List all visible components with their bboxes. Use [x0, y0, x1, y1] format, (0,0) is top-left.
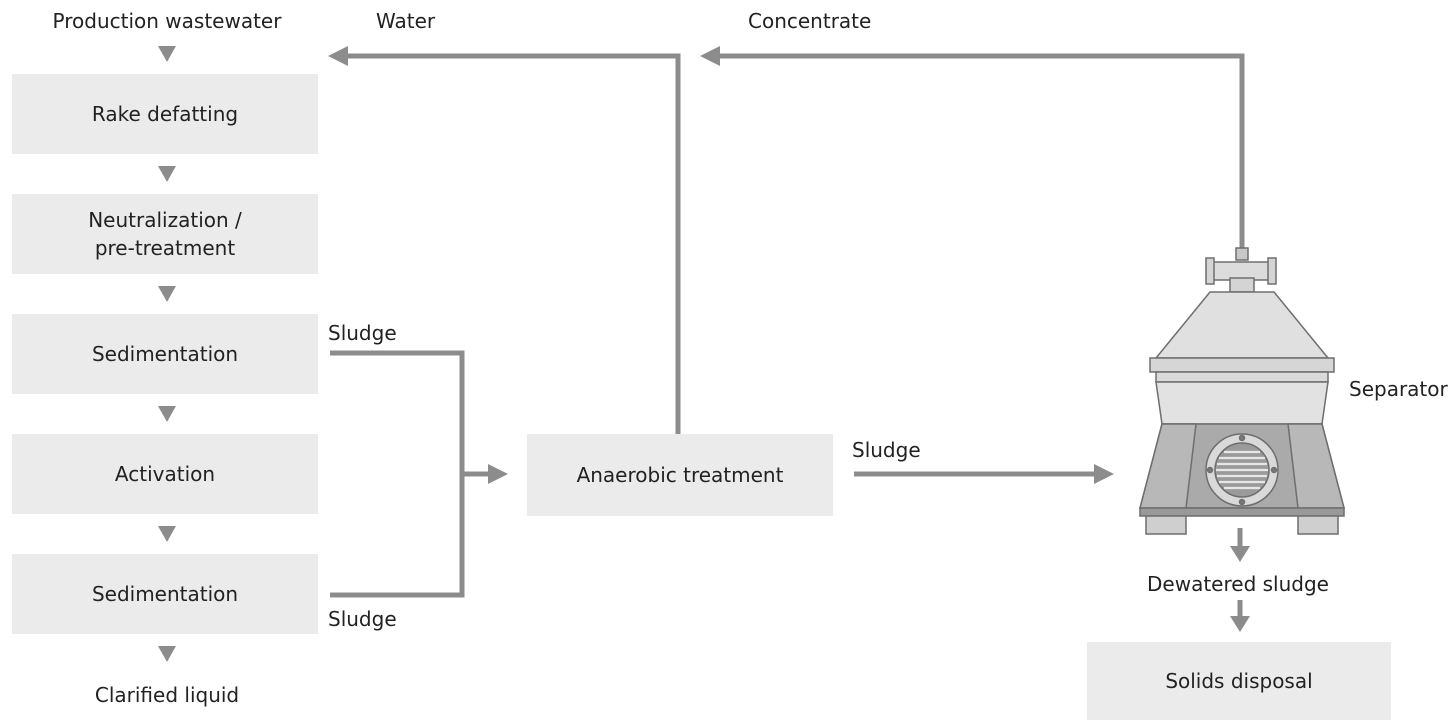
sludge-label-lower: Sludge: [328, 607, 397, 631]
step-neutralization: Neutralization / pre-treatment: [12, 194, 318, 274]
arrow-down-3: [158, 406, 176, 422]
step-sedimentation-2: Sedimentation: [12, 554, 318, 634]
sludge-label-upper: Sludge: [328, 321, 397, 345]
sludge-to-separator-label: Sludge: [852, 438, 921, 462]
anaerobic-treatment-label: Anaerobic treatment: [576, 463, 784, 487]
dewatered-arrow-head-1: [1230, 546, 1250, 562]
step-activation: Activation: [12, 434, 318, 514]
arrow-down-input: [158, 46, 176, 62]
dewatered-sludge-label: Dewatered sludge: [1147, 572, 1329, 596]
solids-disposal-box: Solids disposal: [1087, 642, 1391, 720]
concentrate-label: Concentrate: [748, 9, 872, 33]
input-label: Production wastewater: [52, 9, 282, 33]
water-arrow-head: [328, 46, 348, 66]
sludge-line-upper: [330, 350, 465, 598]
concentrate-arrow-head: [700, 46, 720, 66]
sludge-merge-lines: [330, 350, 490, 598]
separator-machine-icon: [1139, 247, 1345, 535]
step-label: Sedimentation: [91, 342, 239, 366]
solids-disposal-label: Solids disposal: [1165, 669, 1313, 693]
arrow-down-4: [158, 526, 176, 542]
vertical-step-arrows: [158, 46, 176, 662]
concentrate-return-line: [718, 53, 1245, 252]
sludge-to-separator-arrow-head: [1094, 464, 1114, 484]
arrow-down-output: [158, 646, 176, 662]
arrow-down-2: [158, 286, 176, 302]
step-label: Activation: [114, 462, 216, 486]
arrow-down-1: [158, 166, 176, 182]
separator-label: Separator: [1349, 377, 1448, 401]
step-sedimentation-1: Sedimentation: [12, 314, 318, 394]
arrow-into-anaerobic: [488, 464, 508, 484]
dewatered-arrow-head-2: [1230, 616, 1250, 632]
step-label-line-1: Neutralization /: [88, 208, 242, 232]
step-label: Rake defatting: [91, 102, 239, 126]
anaerobic-treatment-box: Anaerobic treatment: [527, 434, 833, 516]
output-label: Clarified liquid: [94, 683, 240, 707]
step-label-line-2: pre-treatment: [94, 236, 236, 260]
water-return-line: [345, 53, 681, 436]
step-label: Sedimentation: [91, 582, 239, 606]
step-rake-defatting: Rake defatting: [12, 74, 318, 154]
water-label: Water: [376, 9, 436, 33]
